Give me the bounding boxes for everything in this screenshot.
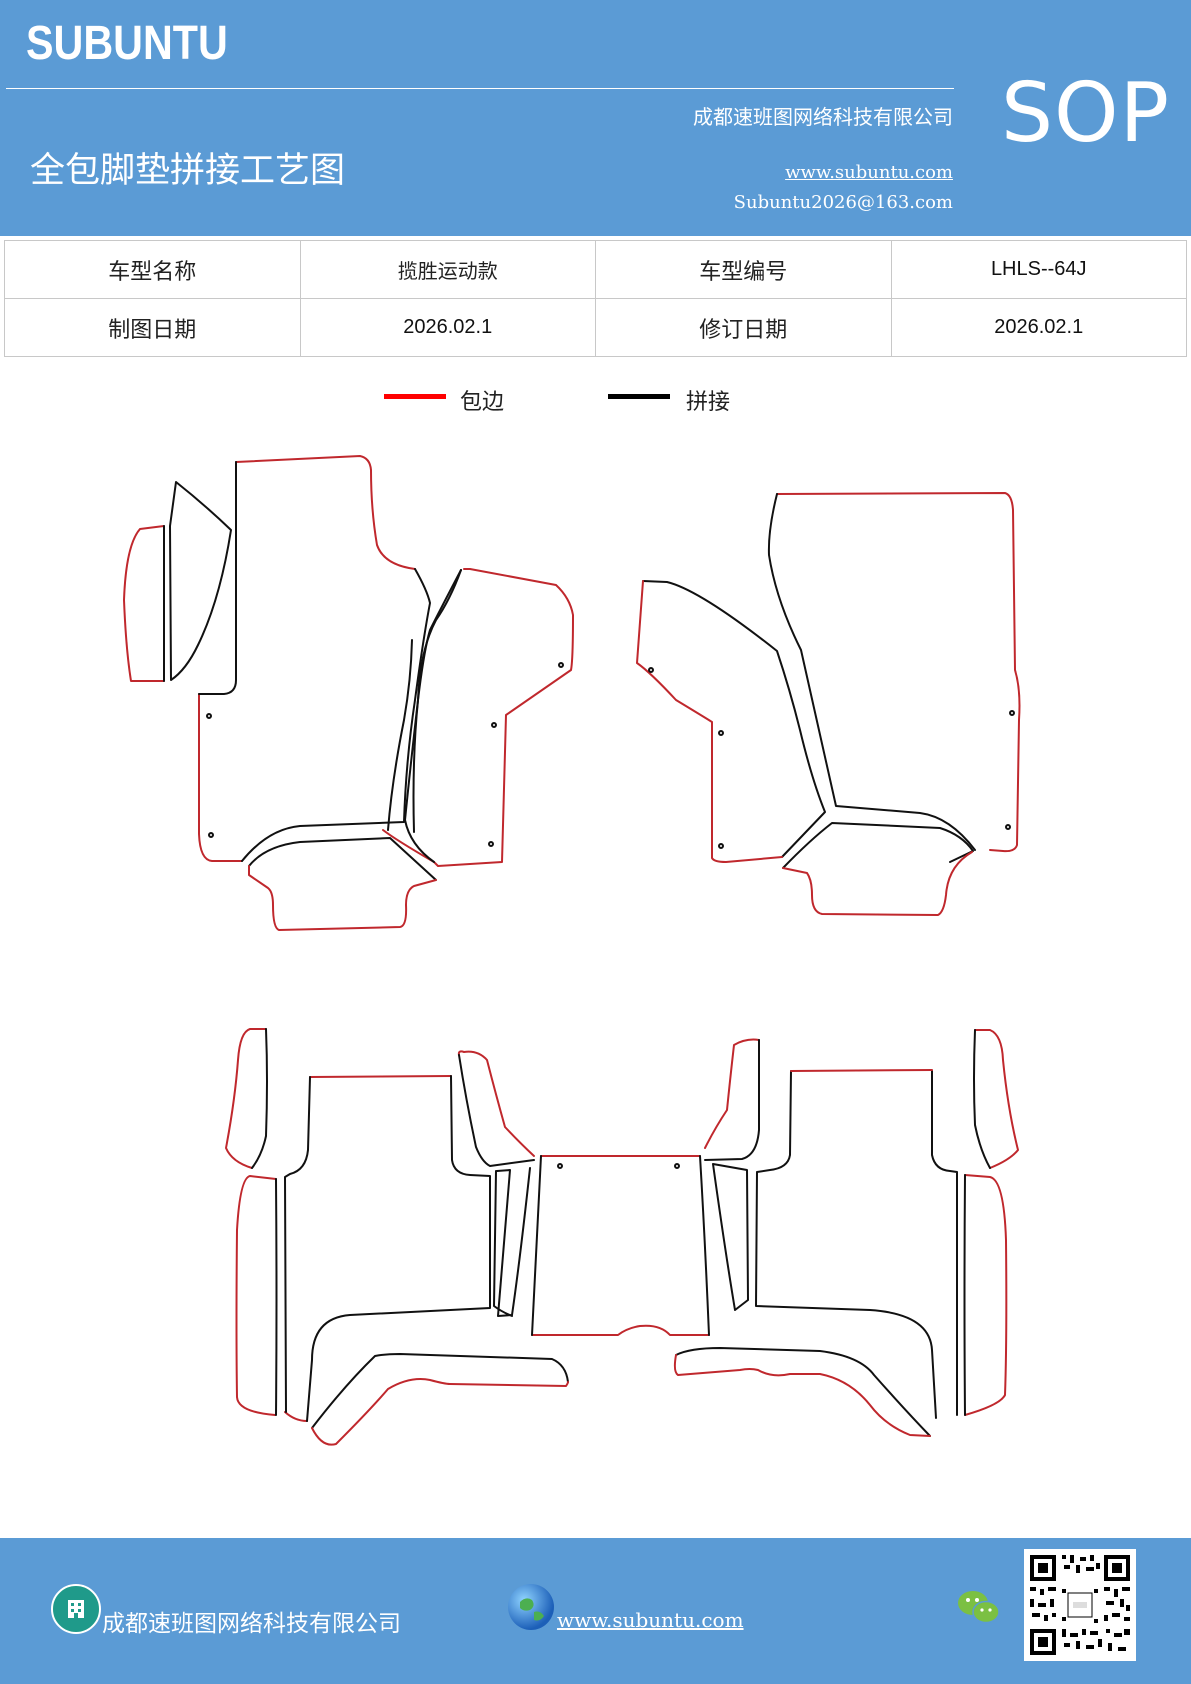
rear-left-mat [225, 1028, 569, 1446]
rivet-dot [718, 843, 724, 849]
front-right-main-seam [767, 493, 976, 851]
rivet-dot [674, 1163, 680, 1169]
footer-company-name: 成都速班图网络科技有限公司 [102, 1611, 401, 1637]
front-right-heel-seam [782, 822, 974, 869]
qr-code[interactable] [1024, 1549, 1136, 1661]
rear-left-main-edge [284, 1075, 452, 1422]
rear-left-sill-seam [275, 1178, 278, 1416]
front-right-main-edge [776, 492, 1021, 853]
rear-left-tunnel-upper [457, 1050, 535, 1157]
table-row: 制图日期 2026.02.1 修订日期 2026.02.1 [4, 298, 1187, 357]
rear-left-tunnel-upper-seam [458, 1054, 535, 1167]
rear-left-sill-edge [235, 1175, 277, 1416]
rivet-dot [558, 662, 564, 668]
rear-right-sill-edge [964, 1174, 1008, 1416]
rear-right-sill-seam [963, 1174, 966, 1416]
rear-right-arch-seam [675, 1347, 931, 1437]
rear-left-arch-seam [311, 1353, 569, 1429]
legend-label-edge: 包边 [460, 390, 505, 415]
rear-right-upper-tunnel [704, 1038, 760, 1149]
email-address: Subuntu2026@163.com [733, 192, 953, 213]
rivet-dot [648, 667, 654, 673]
rear-center-seam [531, 1155, 710, 1336]
rivet-dot [491, 722, 497, 728]
floor-mat-diagram [123, 455, 1021, 1446]
legend-label-seam: 拼接 [686, 390, 731, 415]
page-title: 全包脚垫拼接工艺图 [30, 151, 346, 191]
rear-center-edge [531, 1155, 710, 1336]
rear-right-upper-side-seam [973, 1029, 991, 1169]
header-divider [6, 88, 954, 89]
front-left-sliver [169, 481, 232, 681]
rear-right-main-seam [755, 1070, 958, 1419]
legend: 包边 拼接 [384, 384, 804, 424]
rear-right-main-edge [790, 1069, 933, 1072]
rivet-dot [488, 841, 494, 847]
front-right-heel-edge [782, 851, 973, 916]
rivet-dot [718, 730, 724, 736]
company-name: 成都速班图网络科技有限公司 [693, 105, 953, 129]
front-left-heel-edge [248, 865, 437, 931]
draw-date-label: 制图日期 [4, 298, 301, 357]
rivet-dot [208, 832, 214, 838]
front-left-main-edge [198, 455, 416, 862]
building-icon [51, 1584, 101, 1634]
rear-right-tunnel-strip [712, 1163, 749, 1311]
rear-right-arch-edge [673, 1354, 931, 1437]
revise-date-value: 2026.02.1 [890, 298, 1187, 357]
website-link[interactable]: www.subuntu.com [785, 162, 953, 183]
front-left-tunnel-seam2 [404, 569, 462, 863]
rear-left-arch-edge [311, 1378, 569, 1446]
rear-left-tunnel-strip [496, 1167, 531, 1317]
model-code-label: 车型编号 [595, 240, 892, 299]
rivet-dot [1009, 710, 1015, 716]
front-left-side-piece [123, 525, 165, 682]
rivet-dot [206, 713, 212, 719]
model-name-label: 车型名称 [4, 240, 301, 299]
footer-website-link[interactable]: www.subuntu.com [557, 1608, 744, 1632]
draw-date-value: 2026.02.1 [299, 298, 596, 357]
rear-right-upper-tunnel-seam [704, 1039, 760, 1161]
legend-swatch-black [608, 394, 670, 399]
front-right-tunnel-seam [642, 580, 826, 858]
vehicle-info-table: 车型名称 揽胜运动款 车型编号 LHLS--64J 制图日期 2026.02.1… [4, 240, 1187, 357]
rivet-dot [1005, 824, 1011, 830]
rivet-dot [557, 1163, 563, 1169]
globe-icon [508, 1584, 554, 1630]
model-name-value: 揽胜运动款 [299, 240, 596, 299]
model-code-value: LHLS--64J [890, 240, 1187, 299]
front-right-tunnel-edge [636, 580, 783, 863]
wechat-icon[interactable] [957, 1588, 1001, 1628]
front-left-tunnel-edge [382, 568, 574, 867]
header-band: SUBUNTU 成都速班图网络科技有限公司 全包脚垫拼接工艺图 www.subu… [0, 0, 1191, 236]
front-left-tunnel-seam [387, 569, 462, 833]
front-left-mat [123, 455, 574, 931]
legend-swatch-red [384, 394, 446, 399]
brand-logo: SUBUNTU [26, 17, 228, 70]
rear-right-upper-side [974, 1029, 1019, 1169]
rear-left-upper-side-seam [251, 1028, 268, 1169]
front-right-mat [636, 492, 1021, 916]
rear-left-main-seam [284, 1075, 491, 1422]
doc-type-label: SOP [1001, 66, 1171, 161]
rear-center-mat [531, 1155, 710, 1336]
rear-right-mat [673, 1029, 1019, 1437]
rear-left-tunnel-strip2 [493, 1170, 513, 1317]
revise-date-label: 修订日期 [595, 298, 892, 357]
rear-left-upper-side [225, 1028, 267, 1169]
footer-band: 成都速班图网络科技有限公司 www.subuntu.com [0, 1538, 1191, 1684]
table-row: 车型名称 揽胜运动款 车型编号 LHLS--64J [4, 240, 1187, 299]
front-left-main-seam [198, 461, 431, 862]
front-left-heel-seam [248, 837, 437, 881]
